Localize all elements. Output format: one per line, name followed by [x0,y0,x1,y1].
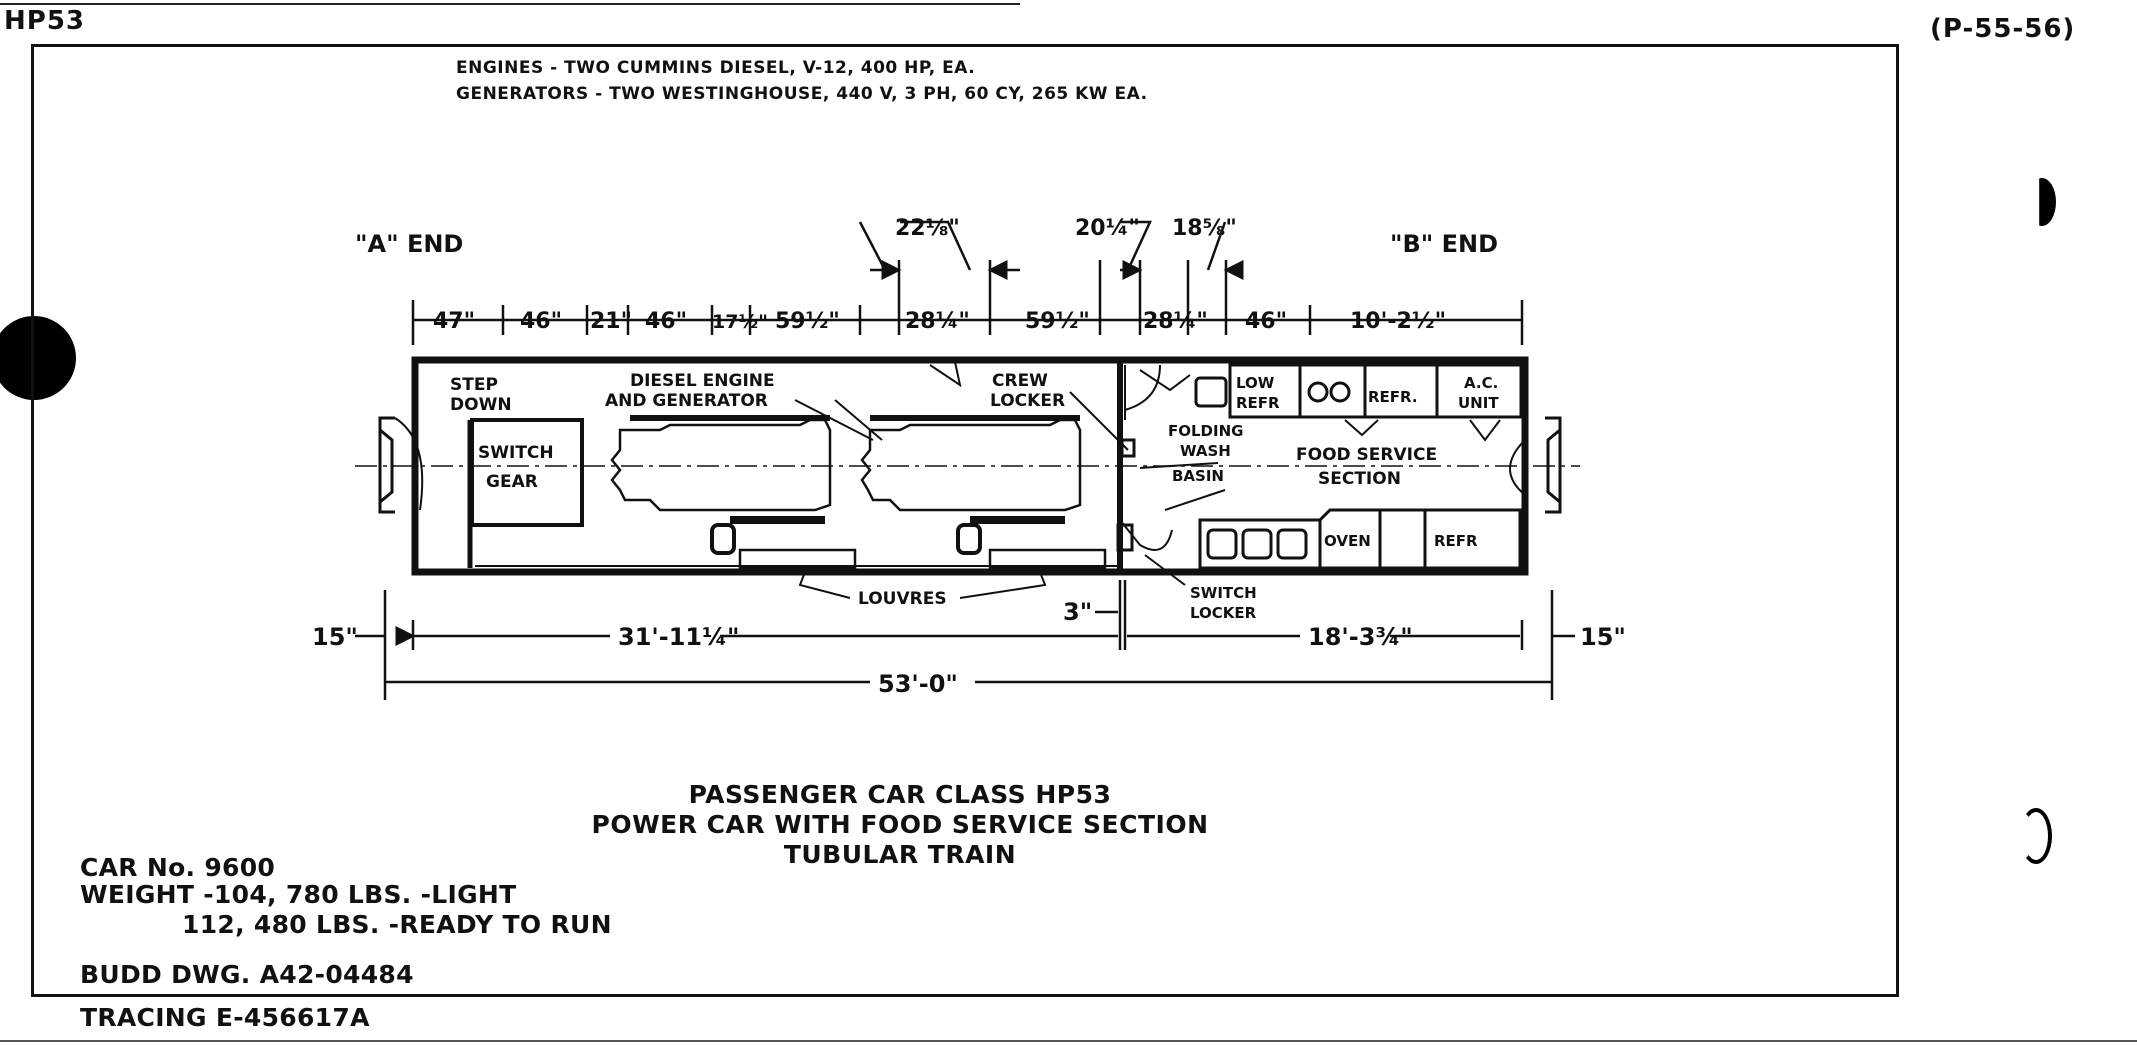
binding-mark-top [2039,178,2056,226]
drawing-title-line-2: POWER CAR WITH FOOD SERVICE SECTION [591,810,1209,839]
budd-drawing-number: BUDD DWG. A42-04484 [80,960,414,989]
folding-basin-label-3: BASIN [1172,467,1224,485]
switch-gear-label-1: SWITCH [478,443,554,463]
dim-47: 47" [433,309,475,334]
crew-locker-label-1: CREW [992,371,1048,391]
bottom-rule [0,1040,2137,1042]
oven-label: OVEN [1324,532,1371,550]
switch-locker-label-1: SWITCH [1190,584,1257,602]
tracing-number: TRACING E-456617A [80,1003,370,1032]
dim-28-a: 28¼" [905,309,970,334]
dim-59-b: 59½" [1025,309,1090,334]
refr-label: REFR. [1368,388,1418,406]
switch-locker-label-2: LOCKER [1190,604,1257,622]
crew-locker-label-2: LOCKER [990,391,1065,411]
food-service-label-2: SECTION [1318,469,1401,489]
folding-basin-label-2: WASH [1180,442,1231,460]
switch-gear-label-2: GEAR [486,472,538,492]
diesel-engine-label-1: DIESEL ENGINE [630,371,775,391]
dim-46-a: 46" [520,309,562,334]
step-down-label-1: STEP [450,375,498,395]
weight-ready-to-run: 112, 480 LBS. -READY TO RUN [182,910,612,939]
low-refr-label-2: REFR [1236,394,1280,412]
dim-31ft: 31'-11¼" [618,623,739,651]
dim-46-b: 46" [645,309,687,334]
generators-note: GENERATORS - TWO WESTINGHOUSE, 440 V, 3 … [456,84,1148,104]
punch-hole [0,316,76,400]
dim-21: 21" [590,309,632,334]
ac-unit-label-1: A.C. [1464,374,1498,392]
dim-53ft: 53'-0" [878,670,958,698]
folding-basin-label-1: FOLDING [1168,422,1243,440]
step-down-label-2: DOWN [450,395,512,415]
dim-18ft: 18'-3¾" [1308,623,1413,651]
top-rule [0,3,1020,5]
dim-17: 17½" [712,311,768,333]
diesel-engine-label-2: AND GENERATOR [605,391,768,411]
low-refr-label-1: LOW [1236,374,1275,392]
b-end-label: "B" END [1390,230,1498,258]
dim-22: 22⅛" [895,216,960,241]
drawing-title-line-3: TUBULAR TRAIN [783,840,1017,869]
car-body [355,356,1580,599]
bottom-dimension-lines [355,580,1575,700]
page-reference: (P-55-56) [1930,14,2076,44]
a-end-label: "A" END [355,230,463,258]
dim-28-b: 28¼" [1143,309,1208,334]
dim-3: 3" [1063,598,1092,626]
refr-lower-label: REFR [1434,532,1478,550]
dim-10ft: 10'-2½" [1350,309,1446,334]
louvres-label: LOUVRES [858,589,947,609]
car-number: CAR No. 9600 [80,853,276,882]
dim-15-left: 15" [312,623,358,651]
drawing-title-line-1: PASSENGER CAR CLASS HP53 [688,780,1112,809]
dim-20: 20¼" [1075,216,1140,241]
dim-15-right: 15" [1580,623,1626,651]
sheet-code: HP53 [4,6,85,36]
weight-light: WEIGHT -104, 780 LBS. -LIGHT [80,880,517,909]
food-service-label-1: FOOD SERVICE [1296,445,1437,465]
dim-46-c: 46" [1245,309,1287,334]
binding-mark-bottom [2020,808,2052,864]
drawing-frame [31,44,1899,997]
ac-unit-label-2: UNIT [1458,394,1499,412]
dim-18: 18⅝" [1172,216,1237,241]
top-dimension-line [411,220,1524,345]
dim-59-a: 59½" [775,309,840,334]
engines-note: ENGINES - TWO CUMMINS DIESEL, V-12, 400 … [456,58,976,78]
